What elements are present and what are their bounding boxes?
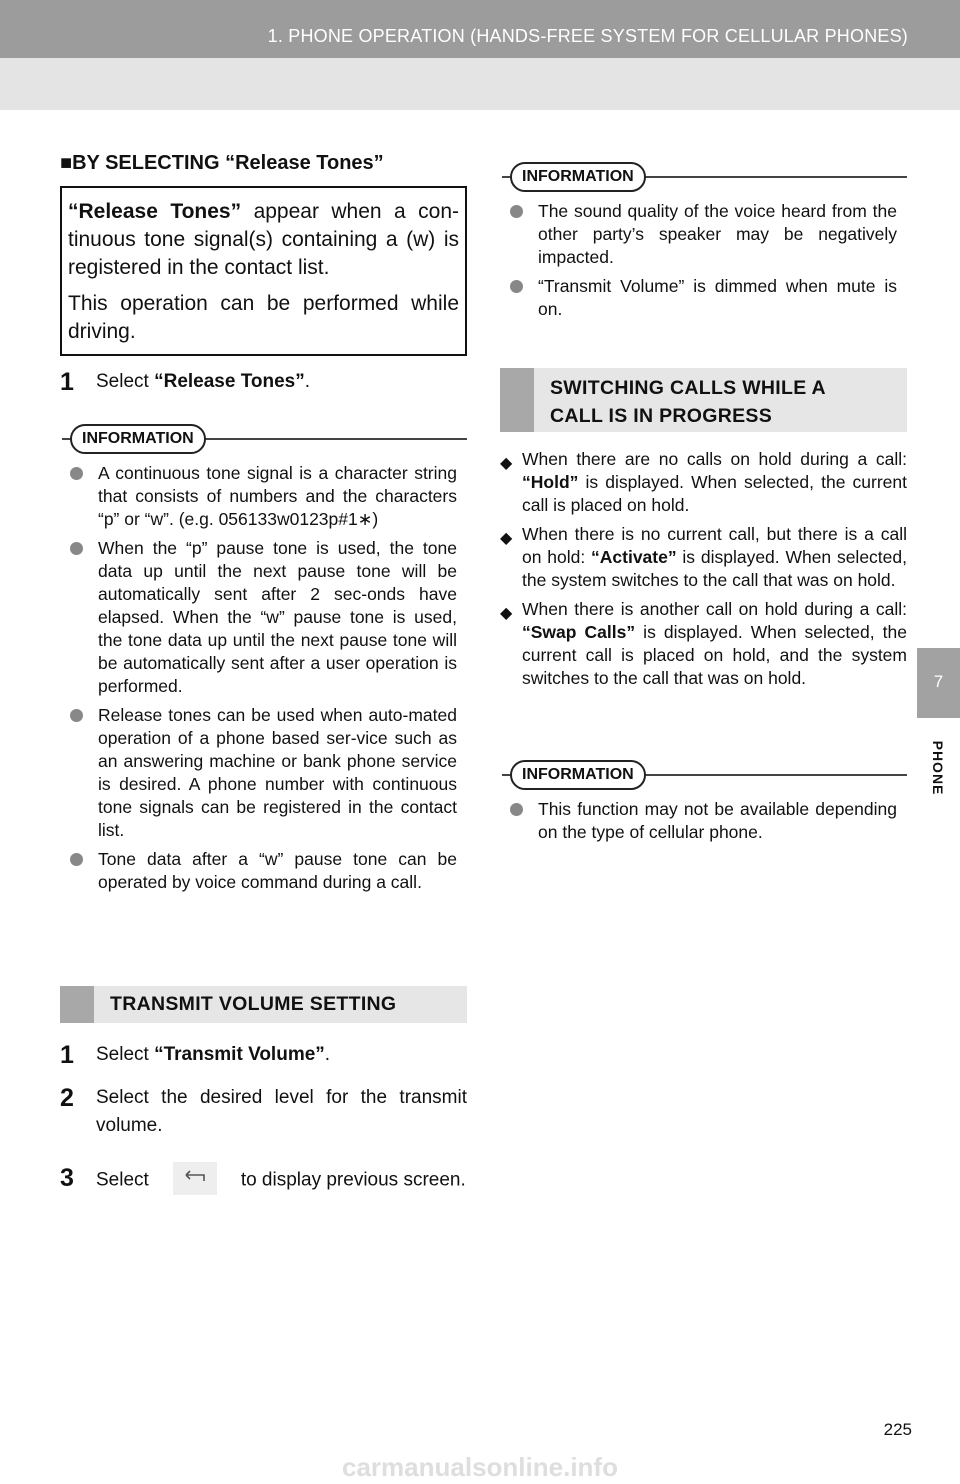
note-paragraph-1: “Release Tones” appear when a con-tinuou…: [68, 198, 459, 282]
step-number: 2: [60, 1084, 74, 1112]
list-item: When the “p” pause tone is used, the ton…: [70, 537, 457, 698]
switching-list: ◆When there are no calls on hold during …: [500, 448, 907, 696]
step-text: Select “Transmit Volume”.: [96, 1044, 331, 1065]
chapter-tab[interactable]: 7: [917, 648, 960, 718]
release-tones-heading: ■BY SELECTING “Release Tones”: [60, 152, 384, 175]
list-item: Release tones can be used when auto-mate…: [70, 704, 457, 842]
bullet-icon: [510, 280, 523, 293]
diamond-icon: ◆: [500, 605, 513, 622]
info-list: This function may not be available depen…: [510, 798, 897, 850]
step-number: 1: [60, 1041, 74, 1069]
bullet-icon: [510, 803, 523, 816]
info-label: INFORMATION: [510, 760, 646, 790]
release-tones-heading-text: BY SELECTING “Release Tones”: [72, 152, 384, 174]
chapter-label-text: PHONE: [930, 740, 946, 796]
chapter-label: PHONE: [916, 728, 960, 808]
step-text: Select “Release Tones”.: [96, 371, 311, 392]
transmit-volume-heading: TRANSMIT VOLUME SETTING: [60, 986, 467, 1023]
info-label: INFORMATION: [510, 162, 646, 192]
chapter-number: 7: [933, 672, 944, 691]
diamond-icon: ◆: [500, 530, 513, 547]
note-bold: “Release Tones”: [68, 200, 242, 223]
bullet-icon: [510, 205, 523, 218]
release-tones-note-box: “Release Tones” appear when a con-tinuou…: [60, 186, 467, 356]
transmit-step-2: 2 Select the desired level for the trans…: [60, 1084, 467, 1140]
heading-square-icon: ■: [60, 152, 73, 174]
bullet-icon: [70, 709, 83, 722]
heading-bar: [500, 368, 534, 432]
switching-calls-heading: SWITCHING CALLS WHILE A CALL IS IN PROGR…: [500, 368, 907, 432]
note-paragraph-2: This operation can be performed while dr…: [68, 292, 459, 343]
release-step-1: 1 Select “Release Tones”.: [60, 368, 467, 396]
bullet-icon: [70, 542, 83, 555]
transmit-step-1: 1 Select “Transmit Volume”.: [60, 1041, 467, 1069]
info-divider: [502, 774, 907, 776]
info-divider: [502, 176, 907, 178]
heading-bar: [60, 986, 94, 1023]
info-list: The sound quality of the voice heard fro…: [510, 200, 897, 327]
bullet-icon: [70, 467, 83, 480]
list-item: “Transmit Volume” is dimmed when mute is…: [510, 275, 897, 321]
list-item: A continuous tone signal is a character …: [70, 462, 457, 531]
page-number: 225: [883, 1420, 912, 1439]
header-band: [0, 58, 960, 110]
back-button[interactable]: [172, 1162, 217, 1195]
list-item: ◆When there is another call on hold duri…: [500, 599, 907, 688]
list-item: ◆When there are no calls on hold during …: [500, 449, 907, 515]
step-text: Select the desired level for the transmi…: [96, 1087, 467, 1136]
step-number: 3: [60, 1164, 74, 1192]
diamond-icon: ◆: [500, 455, 513, 472]
chapter-title: 1. PHONE OPERATION (HANDS-FREE SYSTEM FO…: [267, 26, 908, 46]
list-item: This function may not be available depen…: [510, 798, 897, 844]
step-number: 1: [60, 368, 74, 396]
header-bar: 1. PHONE OPERATION (HANDS-FREE SYSTEM FO…: [0, 0, 960, 58]
bullet-icon: [70, 853, 83, 866]
list-item: ◆When there is no current call, but ther…: [500, 524, 907, 590]
info-list: A continuous tone signal is a character …: [70, 462, 457, 900]
info-label: INFORMATION: [70, 424, 206, 454]
note-text: appear when a con-tinuous tone signal(s)…: [68, 200, 459, 279]
list-item: The sound quality of the voice heard fro…: [510, 200, 897, 269]
list-item: Tone data after a “w” pause tone can be …: [70, 848, 457, 894]
watermark: carmanualsonline.info: [342, 1452, 618, 1482]
info-divider: [62, 438, 467, 440]
back-arrow-icon: [185, 1170, 205, 1181]
